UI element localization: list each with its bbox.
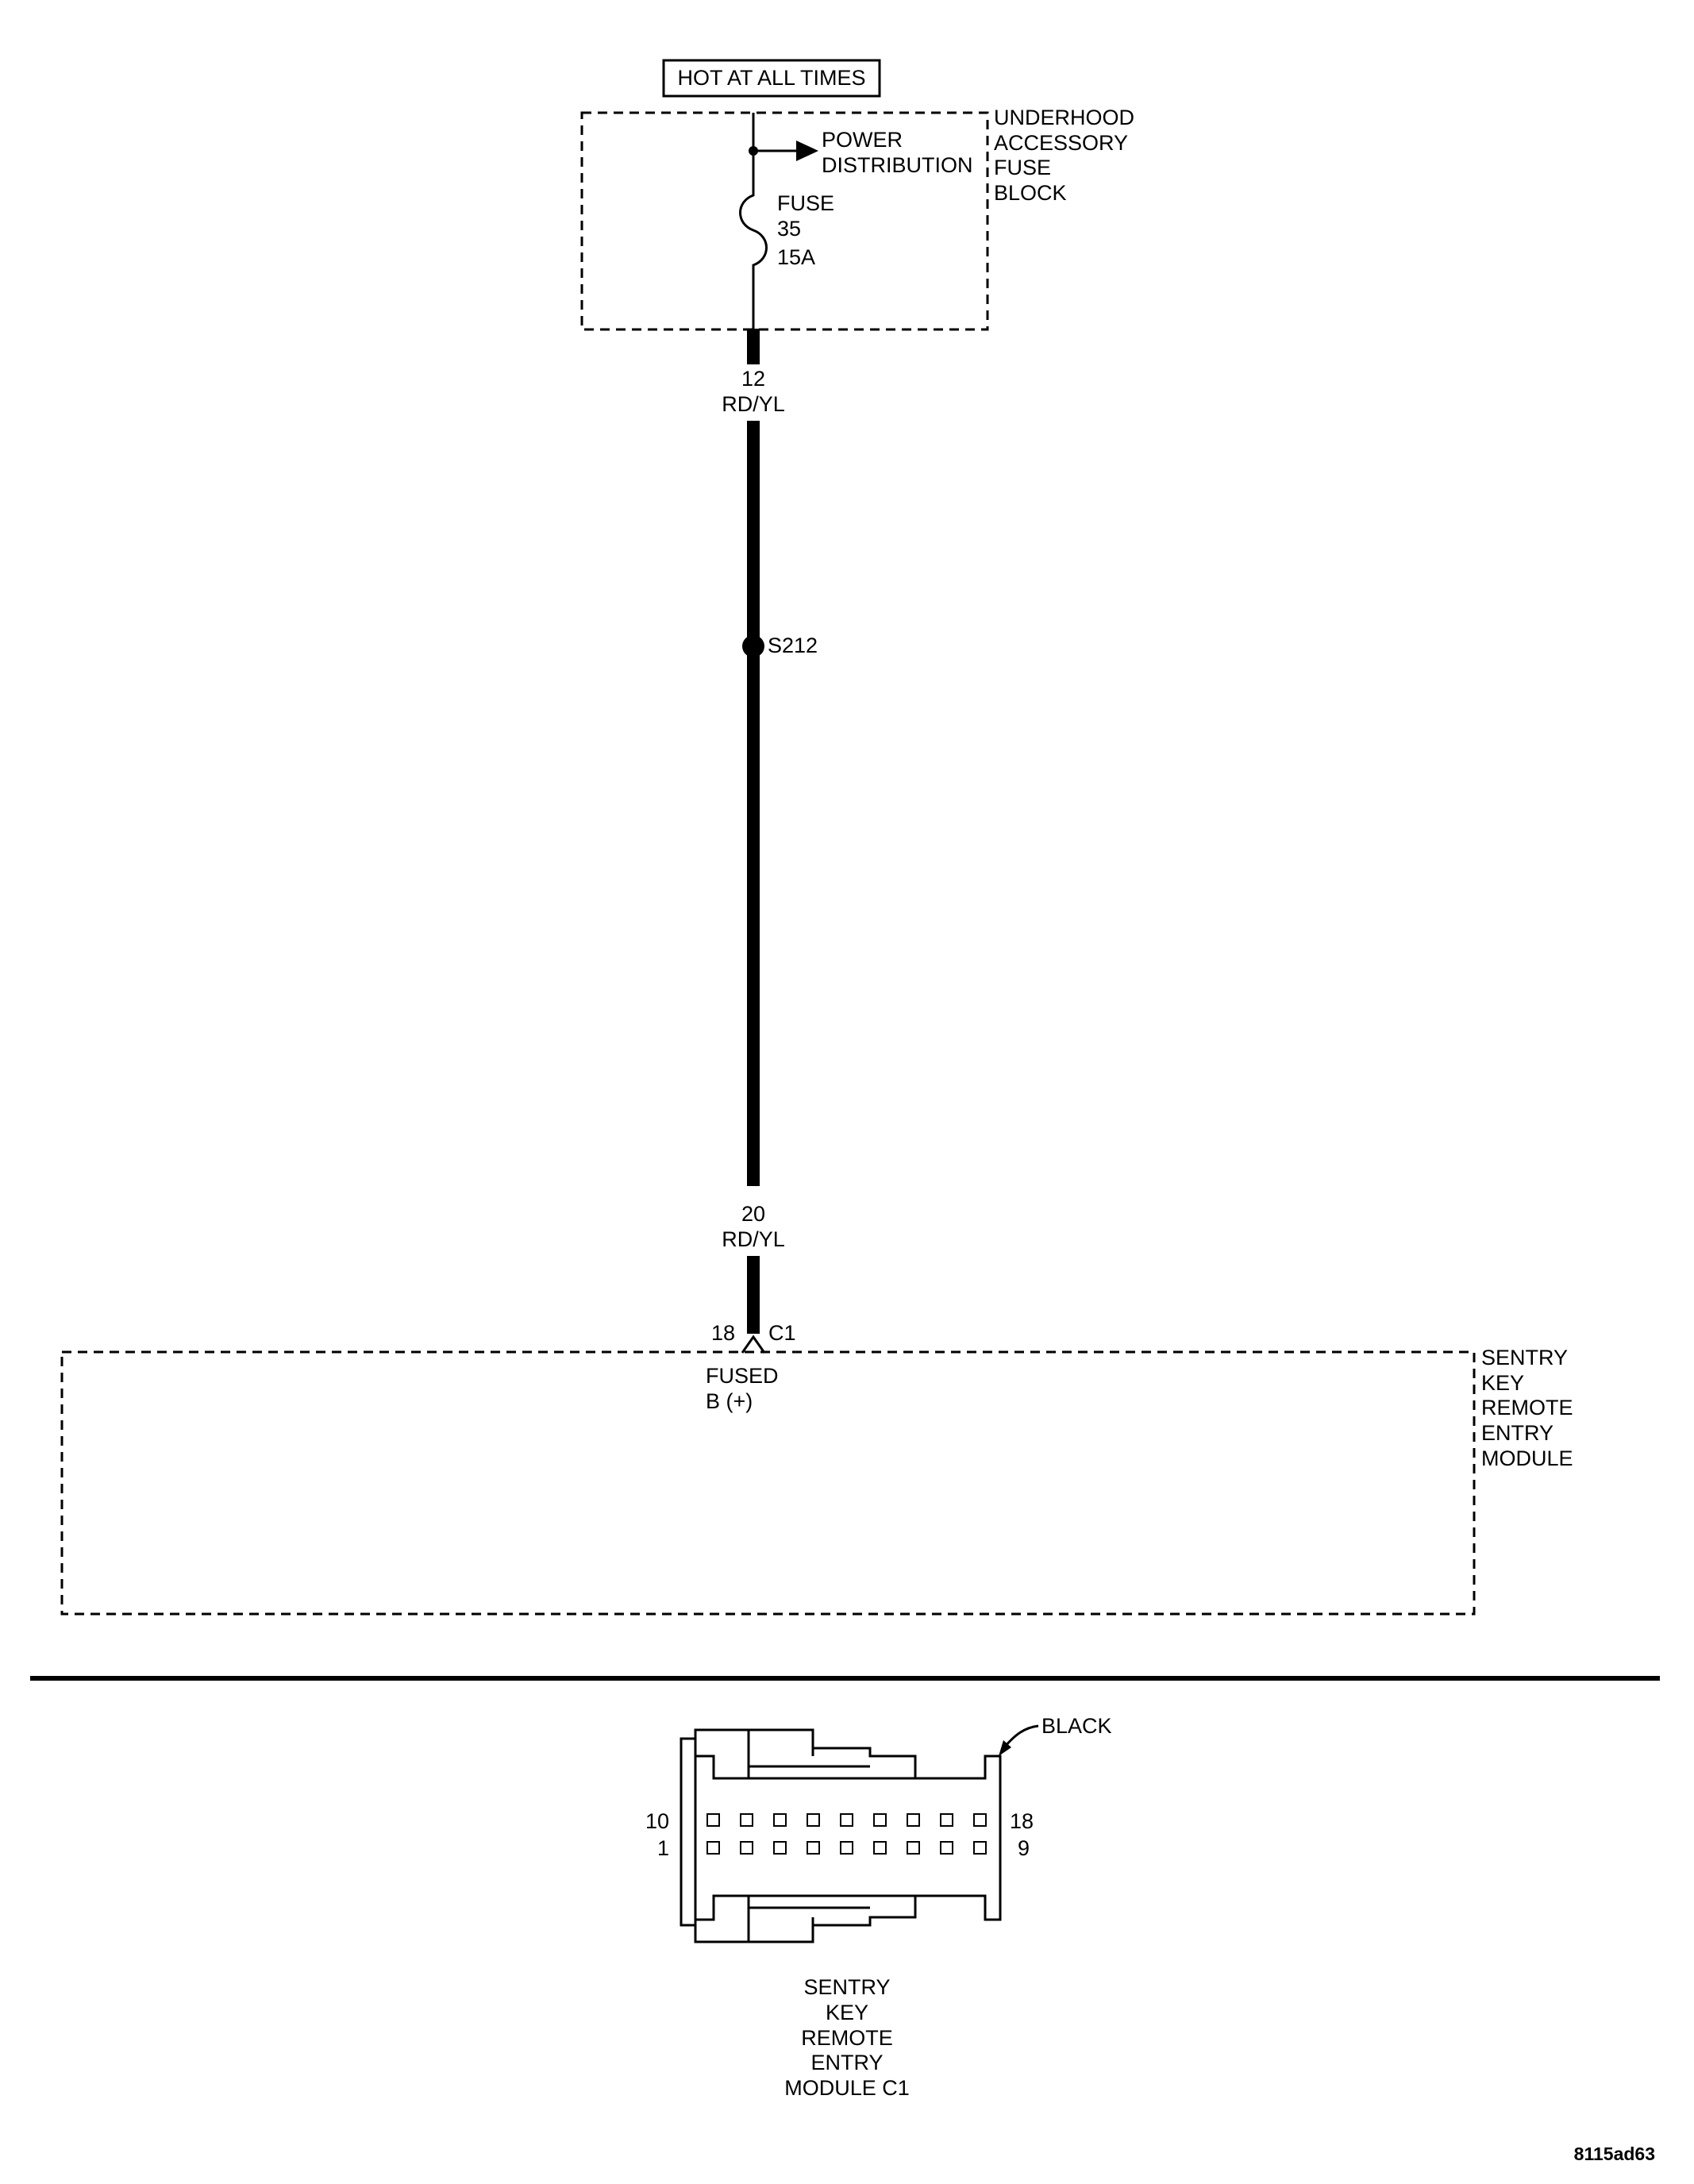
connector-pin-cavity: [706, 1813, 720, 1827]
connector-caption: SENTRY KEY REMOTE ENTRY MODULE C1: [784, 1975, 910, 2100]
connector-pin-cavity: [973, 1813, 987, 1827]
figure-id: 8115ad63: [1574, 2144, 1655, 2164]
pin-label-bottom-left: 1: [657, 1836, 669, 1860]
wire-bottom-gauge: 20: [741, 1202, 765, 1226]
power-distribution-arrow-icon: [796, 141, 818, 161]
fuse-block-name-line: UNDERHOOD: [994, 106, 1134, 129]
module-name: SENTRY KEY REMOTE ENTRY MODULE: [1481, 1346, 1573, 1470]
connector-pin-cavity: [773, 1813, 787, 1827]
wire-top-gauge: 12: [741, 367, 765, 391]
connector-pin-cavity: [907, 1841, 920, 1855]
color-callout-leader: [1003, 1724, 1039, 1747]
connector-pin-cavity: [973, 1841, 987, 1855]
connector-pin-cavity: [740, 1813, 753, 1827]
fuse-block-name-line: ACCESSORY: [994, 131, 1128, 155]
connector-pin-cavity: [840, 1813, 853, 1827]
pin-label-top-right: 18: [1010, 1809, 1034, 1833]
module-name-line: SENTRY: [1481, 1346, 1568, 1369]
power-distribution-label: POWER: [822, 128, 903, 152]
module-function-label: FUSED: [706, 1364, 779, 1388]
fuse-block-name-line: BLOCK: [994, 181, 1067, 205]
module-outline: [60, 1350, 1476, 1616]
connector-pin-cavity: [740, 1841, 753, 1855]
connector-caption-line: SENTRY: [803, 1975, 890, 1999]
module-function-label: B (+): [706, 1389, 753, 1413]
connector-caption-line: KEY: [826, 2001, 868, 2024]
connector-body-outline: [680, 1728, 1002, 1943]
hot-at-all-times-box: [662, 59, 881, 98]
fuse-block-name-line: FUSE: [994, 156, 1051, 179]
splice-dot: [742, 635, 764, 657]
connector-bottom-latch: [695, 1894, 915, 1942]
connector-color-label: BLACK: [1041, 1714, 1112, 1738]
connector-terminal-icon: [741, 1335, 766, 1354]
module-name-line: MODULE: [1481, 1446, 1573, 1470]
power-distribution-label: DISTRIBUTION: [822, 153, 973, 177]
hot-at-all-times-label: HOT AT ALL TIMES: [677, 66, 865, 90]
connector-pin-cavity: [840, 1841, 853, 1855]
wire-top-color: RD/YL: [722, 392, 785, 416]
wire-bottom-color: RD/YL: [722, 1227, 785, 1251]
connector-face-view: [680, 1728, 1002, 1943]
splice-label: S212: [768, 634, 818, 657]
connector-caption-line: MODULE C1: [784, 2076, 910, 2100]
connector-caption-line: REMOTE: [801, 2026, 893, 2050]
fuse-number: 35: [777, 217, 801, 241]
connector-pin-cavity: [873, 1813, 887, 1827]
module-name-line: ENTRY: [1481, 1421, 1553, 1445]
connector-pin-cavity: [940, 1841, 953, 1855]
fuse-block-outline: [580, 111, 989, 331]
connector-pin-grid: [706, 1813, 987, 1855]
pin-label-bottom-right: 9: [1018, 1836, 1030, 1860]
connector-pin-cavity: [940, 1813, 953, 1827]
connector-top-latch: [695, 1730, 915, 1780]
connector-pin-cavity: [807, 1841, 820, 1855]
module-name-line: KEY: [1481, 1371, 1524, 1395]
connector-pin-cavity: [807, 1813, 820, 1827]
module-name-line: REMOTE: [1481, 1396, 1573, 1419]
connector-pin-cavity: [773, 1841, 787, 1855]
pin-label-top-left: 10: [645, 1809, 669, 1833]
fuse-symbol: [739, 113, 768, 329]
connector-pin-cavity: [873, 1841, 887, 1855]
color-callout-arrow-icon: [999, 1740, 1011, 1756]
fuse-rating: 15A: [777, 245, 815, 269]
fuse-block-name: UNDERHOOD ACCESSORY FUSE BLOCK: [994, 106, 1134, 205]
connector-id: C1: [768, 1321, 796, 1345]
fuse-label: FUSE: [777, 191, 834, 215]
connector-pin-cavity: [706, 1841, 720, 1855]
connector-pin-number: 18: [711, 1321, 735, 1345]
connector-pin-cavity: [907, 1813, 920, 1827]
connector-caption-line: ENTRY: [810, 2051, 883, 2074]
